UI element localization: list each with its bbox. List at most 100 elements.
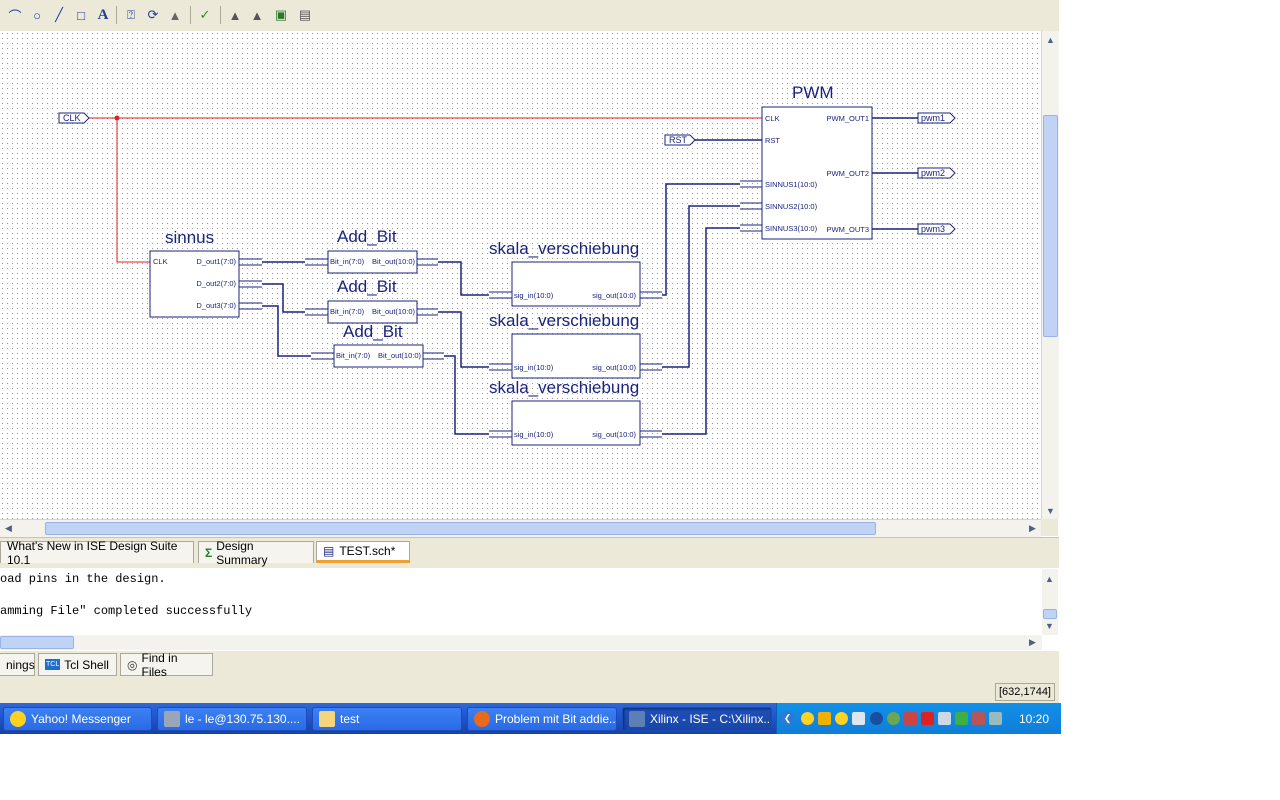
- add-bit-block-2: [327, 300, 418, 324]
- help-icon[interactable]: ⍰: [127, 7, 135, 22]
- canvas-horizontal-scrollbar[interactable]: ◀ ▶: [0, 519, 1041, 537]
- add-bit-2-in-pin: Bit_in(7:0): [330, 307, 365, 316]
- tab-whats-new-label: What's New in ISE Design Suite 10.1: [7, 538, 178, 567]
- vertical-scroll-thumb[interactable]: [1043, 115, 1058, 337]
- scroll-up-icon[interactable]: ▲: [1046, 34, 1055, 45]
- taskbar-item-label: le - le@130.75.130....: [185, 712, 300, 726]
- canvas-vertical-scrollbar[interactable]: ▲ ▼: [1041, 31, 1059, 519]
- messenger-tray-icon[interactable]: [835, 712, 848, 725]
- terminal-icon: [164, 711, 180, 727]
- tray-expand-icon[interactable]: ❮: [780, 711, 795, 726]
- taskbar-firefox[interactable]: Problem mit Bit addie...: [467, 707, 617, 731]
- sinnus-dout3-pin: D_out3(7:0): [196, 301, 236, 310]
- console-vertical-thumb[interactable]: [1043, 609, 1057, 619]
- pwm-out3-pin: PWM_OUT3: [826, 225, 869, 234]
- yahoo-tray-icon[interactable]: [801, 712, 814, 725]
- skala-block-3: [511, 400, 641, 446]
- schematic-canvas[interactable]: CLK RST pwm1 pwm2 pwm3: [0, 31, 1041, 519]
- tab-warnings[interactable]: nings: [0, 653, 35, 676]
- tab-test-sch[interactable]: ▤ TEST.sch*: [316, 541, 410, 563]
- signal-nets: [262, 117, 918, 435]
- push-down-icon[interactable]: ▲: [228, 7, 242, 23]
- tab-find-in-files-label: Find in Files: [141, 650, 178, 679]
- wireless-tray-icon[interactable]: [955, 712, 968, 725]
- console-scroll-down-icon[interactable]: ▼: [1045, 620, 1054, 631]
- tab-whats-new[interactable]: What's New in ISE Design Suite 10.1: [0, 539, 194, 567]
- pwm-sinnus3-pin: SINNUS3(10:0): [765, 224, 818, 233]
- console-scroll-right-icon[interactable]: ▶: [1029, 637, 1036, 647]
- pwm3-output-label: pwm3: [921, 224, 945, 234]
- rotate-icon[interactable]: ▣: [274, 7, 288, 22]
- ise-icon: [629, 711, 645, 727]
- pwm2-output-marker: [917, 167, 956, 179]
- clk-input-marker: [58, 112, 90, 124]
- display-tray-icon[interactable]: [938, 712, 951, 725]
- tray-app-icon[interactable]: [818, 712, 831, 725]
- refresh-icon[interactable]: ⟳: [147, 7, 159, 22]
- status-bar: [632,1744]: [0, 681, 1059, 703]
- tab-test-sch-label: TEST.sch*: [339, 544, 396, 558]
- schematic-drawing: CLK RST pwm1 pwm2 pwm3: [58, 83, 956, 446]
- taskbar-clock[interactable]: 10:20: [1018, 712, 1049, 726]
- console-horizontal-scrollbar[interactable]: ▶: [0, 635, 1042, 650]
- line-tool-icon[interactable]: ╱: [55, 7, 63, 22]
- skala-3-in-pin: sig_in(10:0): [514, 430, 554, 439]
- update-tray-icon[interactable]: [887, 712, 900, 725]
- skala-title-1: skala_verschiebung: [489, 239, 639, 258]
- skala-title-2: skala_verschiebung: [489, 311, 639, 330]
- network-tray-icon[interactable]: [852, 712, 865, 725]
- rst-input-marker: [664, 134, 696, 146]
- binoculars-icon: ◎: [127, 657, 138, 672]
- taskbar-item-label: test: [340, 712, 360, 726]
- arc-tool-icon[interactable]: ⌒: [8, 8, 22, 24]
- mirror-icon[interactable]: ▲: [168, 7, 182, 23]
- pwm-block: [761, 106, 873, 240]
- rectangle-tool-icon[interactable]: □: [77, 7, 85, 23]
- skala-block-2: [511, 333, 641, 379]
- tab-tcl-shell[interactable]: TCL Tcl Shell: [38, 653, 117, 676]
- taskbar-test-folder[interactable]: test: [312, 707, 462, 731]
- horizontal-scroll-thumb[interactable]: [45, 522, 876, 535]
- skala-3-out-pin: sig_out(10:0): [592, 430, 636, 439]
- console-line: oad pins in the design.: [0, 572, 166, 586]
- symbol-icon[interactable]: ▤: [298, 7, 312, 22]
- add-bit-block-3: [333, 344, 424, 368]
- safely-remove-tray-icon[interactable]: [972, 712, 985, 725]
- tab-find-in-files[interactable]: ◎ Find in Files: [120, 650, 213, 679]
- taskbar-xilinx-ise[interactable]: Xilinx - ISE - C:\Xilinx...: [622, 707, 772, 731]
- firefox-icon: [474, 711, 490, 727]
- pwm-title: PWM: [792, 83, 834, 102]
- pwm3-output-marker: [917, 223, 956, 235]
- taskbar-putty-session[interactable]: le - le@130.75.130....: [157, 707, 307, 731]
- antivirus-tray-icon[interactable]: [870, 712, 883, 725]
- volume-tray-icon[interactable]: [989, 712, 1002, 725]
- yahoo-smiley-icon: [10, 711, 26, 727]
- console-scroll-up-icon[interactable]: ▲: [1045, 573, 1054, 584]
- pop-up-icon[interactable]: ▲: [250, 7, 264, 23]
- scroll-right-icon[interactable]: ▶: [1029, 523, 1036, 533]
- editor-tray-icon[interactable]: [921, 712, 934, 725]
- console-vertical-scrollbar[interactable]: ▲ ▼: [1042, 569, 1058, 635]
- tab-design-summary[interactable]: Σ Design Summary: [198, 539, 314, 567]
- console-line: amming File" completed successfully: [0, 604, 253, 618]
- panel-tabs: nings TCL Tcl Shell ◎ Find in Files: [0, 651, 1059, 681]
- toolbar: ⌒ ○ ╱ □ A ⍰ ⟳ ▲ ✓ ▲ ▲ ▣ ▤: [0, 0, 1059, 32]
- pwm-clk-pin: CLK: [765, 114, 780, 123]
- rst-input-label: RST: [669, 135, 688, 145]
- circle-tool-icon[interactable]: ○: [33, 7, 41, 23]
- check-icon[interactable]: ✓: [199, 7, 211, 22]
- skala-block-1: [511, 261, 641, 307]
- schematic-doc-icon: ▤: [323, 544, 335, 558]
- security-tray-icon[interactable]: [904, 712, 917, 725]
- scroll-left-icon[interactable]: ◀: [5, 523, 12, 533]
- add-bit-title-3: Add_Bit: [343, 322, 403, 341]
- scroll-corner: [1041, 519, 1058, 536]
- pwm-sinnus2-pin: SINNUS2(10:0): [765, 202, 818, 211]
- tab-tcl-shell-label: Tcl Shell: [64, 657, 109, 672]
- scroll-down-icon[interactable]: ▼: [1046, 505, 1055, 516]
- console-horizontal-thumb[interactable]: [0, 636, 74, 649]
- taskbar-yahoo-messenger[interactable]: Yahoo! Messenger: [3, 707, 152, 731]
- pwm-out2-pin: PWM_OUT2: [826, 169, 869, 178]
- text-tool-icon[interactable]: A: [97, 6, 109, 23]
- add-bit-1-out-pin: Bit_out(10:0): [372, 257, 415, 266]
